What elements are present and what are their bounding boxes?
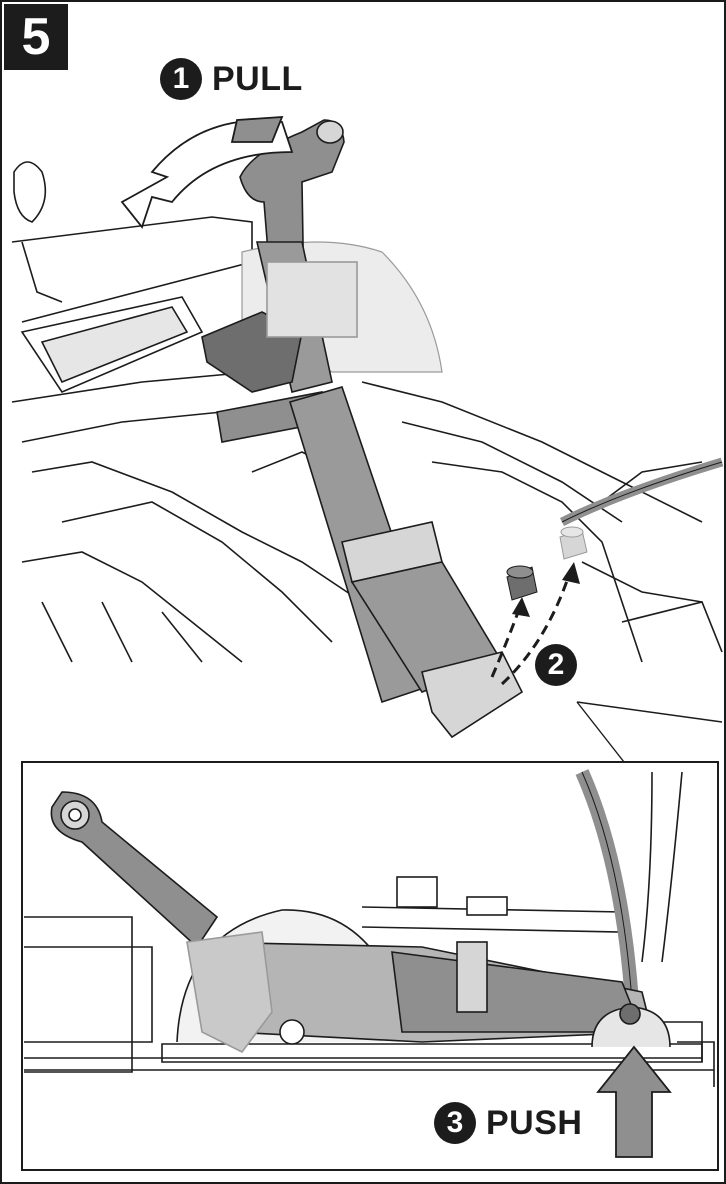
- callout-label-pull: PULL: [212, 59, 303, 98]
- base-plate: [24, 916, 133, 1073]
- push-arrow: [596, 1045, 672, 1158]
- callout-number-1: 1: [160, 58, 202, 100]
- step-number-badge: 5: [4, 4, 68, 70]
- callout-label-push: PUSH: [486, 1103, 583, 1142]
- actuator-arm-top: [201, 119, 524, 739]
- housing-outline: [11, 216, 253, 323]
- callout-push: 3 PUSH: [434, 1102, 582, 1144]
- pin-insert-arrows: [490, 526, 588, 686]
- pull-arrow: [120, 116, 294, 229]
- cable: [559, 457, 724, 527]
- inset-detail: [21, 761, 719, 1171]
- callout-pin: 2: [535, 644, 577, 686]
- callout-pull: 1 PULL: [160, 58, 303, 100]
- callout-number-3: 3: [434, 1102, 476, 1144]
- inset-leader-lines: [576, 701, 723, 763]
- callout-number-2: 2: [535, 644, 577, 686]
